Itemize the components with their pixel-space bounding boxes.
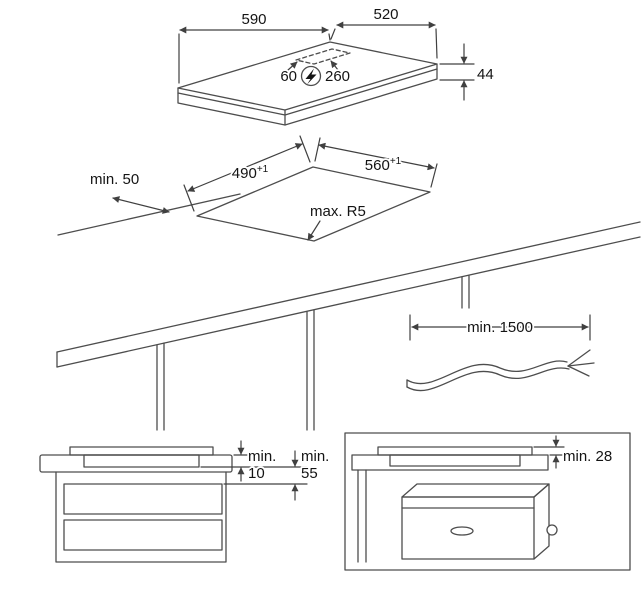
hob-profile-glass xyxy=(69,446,214,456)
worktop-front-edge-top xyxy=(56,221,641,353)
dim-line xyxy=(112,196,170,214)
drawer-depth-prefix: min. xyxy=(301,448,329,465)
dimension-560: 560+1 xyxy=(314,137,438,188)
drawer-depth-value: 55 xyxy=(301,465,318,482)
connection-box: 60 260 xyxy=(279,48,352,87)
connection-dim-right: 260 xyxy=(325,68,350,85)
hob-depth-label: 520 xyxy=(373,6,398,23)
hob-profile-glass xyxy=(377,446,533,456)
oven-door-handle xyxy=(450,526,474,536)
hob-glass-edge-line xyxy=(177,68,438,116)
cable-curve-top xyxy=(406,360,568,385)
worktop-back-edge xyxy=(57,193,241,236)
cable-wire-strand xyxy=(567,362,595,367)
connection-leader-right xyxy=(330,60,339,71)
power-cable: min. 1500 xyxy=(406,314,595,392)
oven-side-face xyxy=(533,483,550,560)
cable-wire-strand xyxy=(567,365,590,377)
corner-radius-label: max. R5 xyxy=(310,203,366,220)
cable-length-label: min. 1500 xyxy=(467,319,533,336)
edge-clearance-label: min. 50 xyxy=(90,171,139,188)
dim-line xyxy=(187,143,303,192)
leader-line xyxy=(307,220,321,241)
inset-frame xyxy=(344,432,631,571)
connection-box-dashed-outline xyxy=(295,48,351,65)
hob-casing-recess xyxy=(389,454,521,467)
oven-clearance-label: min. 28 xyxy=(563,448,612,465)
dimension-590: 590 xyxy=(178,9,331,84)
oven-installation-box: min. 28 xyxy=(344,432,631,571)
side-view-drawer-cabinet: min. 10 min. 55 xyxy=(39,440,331,563)
ext-line xyxy=(299,135,311,163)
worktop-profile xyxy=(39,454,233,473)
drawer-upper xyxy=(63,483,223,515)
hob-casing-recess xyxy=(83,454,200,468)
hob-thickness-label: 44 xyxy=(477,66,494,83)
connection-dim-left: 60 xyxy=(280,68,297,85)
cable-curve-bottom xyxy=(406,367,570,392)
worktop-profile xyxy=(351,454,549,471)
cabinet-outline xyxy=(55,471,227,563)
oven-knob xyxy=(546,524,558,536)
worktop xyxy=(56,166,641,431)
drawer-gap-prefix: min. xyxy=(248,448,276,465)
ext-line xyxy=(314,137,321,162)
ext-line xyxy=(183,184,195,212)
dimension-min-50: min. 50 xyxy=(88,169,170,214)
cable-wire-strand xyxy=(567,349,591,367)
dimension-520: 520 xyxy=(330,4,438,59)
dimension-490: 490+1 xyxy=(183,135,311,212)
ext-line xyxy=(435,28,438,59)
ext-line xyxy=(328,33,331,41)
ext-line xyxy=(430,163,438,188)
cutout-width-label: 490+1 xyxy=(232,164,269,182)
dim-line xyxy=(318,142,435,171)
oven-front-face xyxy=(401,496,535,560)
hob-isometric-view xyxy=(177,41,438,126)
worktop-front-edge-bottom xyxy=(56,236,641,368)
lightning-bolt-icon xyxy=(305,68,317,85)
drawer-lower xyxy=(63,519,223,551)
ext-line xyxy=(330,28,336,40)
dimension-44: 44 xyxy=(439,43,495,101)
drawer-gap-value: 10 xyxy=(248,465,265,482)
oven-top-face xyxy=(401,483,550,498)
connection-leader-left xyxy=(287,61,298,71)
cutout-depth-label: 560+1 xyxy=(365,156,402,174)
dimension-max-r5: max. R5 xyxy=(307,201,368,241)
hob-width-label: 590 xyxy=(241,11,266,28)
